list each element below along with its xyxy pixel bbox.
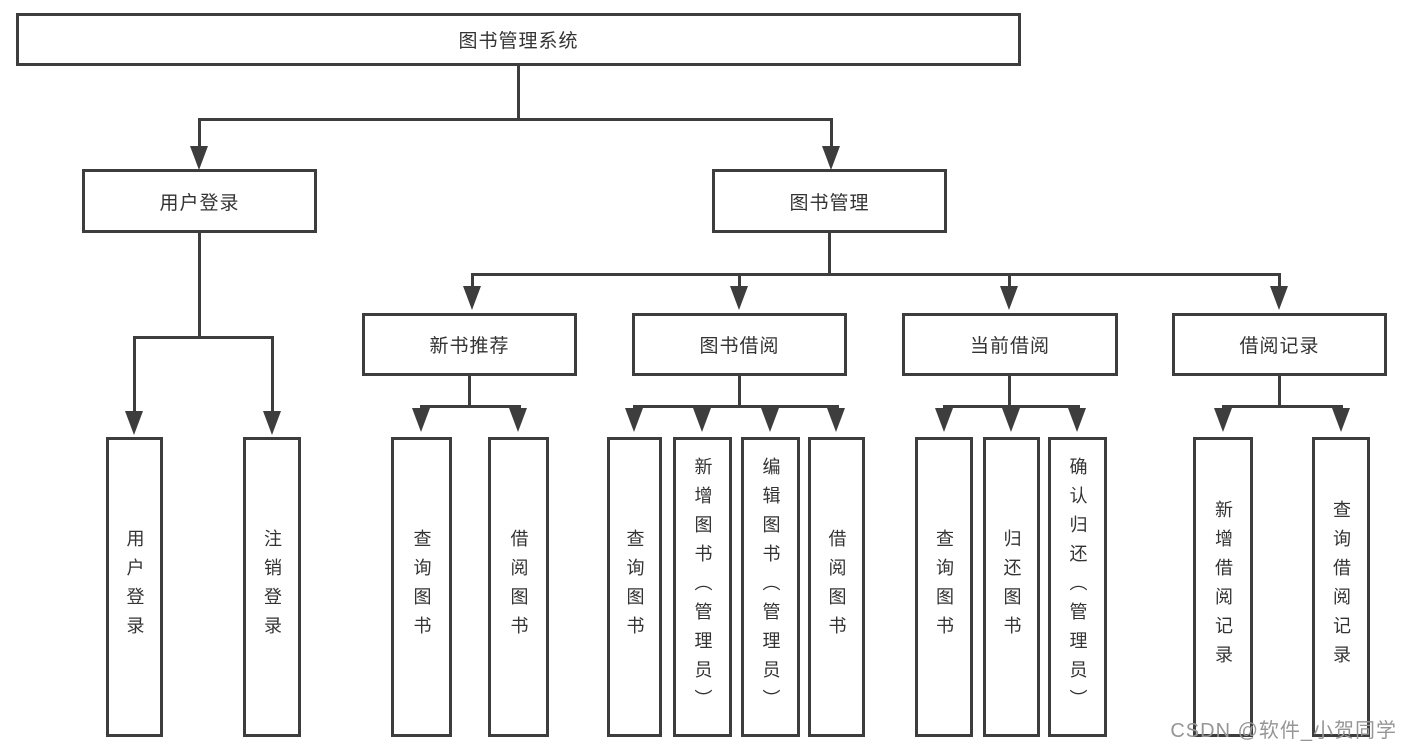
connector-line — [517, 66, 520, 118]
connector-line — [633, 405, 839, 408]
connector-line — [198, 118, 833, 121]
arrow-down-icon — [822, 146, 840, 170]
leaf-add-borrow-record: 新增借阅记录 — [1193, 437, 1253, 737]
leaf-label: 借阅图书 — [508, 529, 529, 645]
leaf-confirm-return-admin: 确认归还（管理员） — [1048, 437, 1107, 737]
connector-line — [471, 273, 474, 287]
leaf-label: 查询图书 — [934, 529, 954, 645]
connector-line — [828, 233, 831, 275]
node-current-borrow: 当前借阅 — [902, 313, 1118, 376]
connector-line — [738, 273, 741, 287]
node-new-book-recommend: 新书推荐 — [362, 313, 577, 376]
node-label: 图书管理 — [789, 192, 870, 214]
node-root-label: 图书管理系统 — [458, 31, 579, 52]
arrow-down-icon — [730, 286, 748, 310]
arrow-down-icon — [190, 146, 208, 170]
arrow-down-icon — [412, 408, 430, 432]
node-label: 图书借阅 — [699, 336, 780, 357]
connector-line — [1278, 273, 1281, 287]
node-book-borrow: 图书借阅 — [632, 313, 847, 376]
arrow-down-icon — [625, 408, 643, 432]
leaf-user-login: 用户登录 — [106, 437, 163, 737]
connector-line — [471, 273, 1281, 276]
leaf-return-book: 归还图书 — [983, 437, 1040, 737]
leaf-query-book: 查询图书 — [607, 437, 662, 737]
node-book-management-branch: 图书管理 — [712, 169, 947, 233]
arrow-down-icon — [1002, 408, 1020, 432]
arrow-down-icon — [463, 286, 481, 310]
connector-line — [738, 376, 741, 407]
connector-line — [133, 336, 274, 339]
leaf-label: 编辑图书（管理员） — [760, 456, 781, 718]
arrow-down-icon — [1332, 408, 1350, 432]
arrow-down-icon — [693, 408, 711, 432]
arrow-down-icon — [1270, 286, 1288, 310]
node-root: 图书管理系统 — [16, 13, 1021, 66]
leaf-label: 新增图书（管理员） — [692, 456, 713, 718]
arrow-down-icon — [509, 408, 527, 432]
connector-line — [830, 118, 833, 148]
connector-line — [420, 405, 521, 408]
leaf-label: 用户登录 — [124, 529, 145, 645]
leaf-query-book: 查询图书 — [915, 437, 973, 737]
connector-line — [1008, 376, 1011, 407]
leaf-query-borrow-record: 查询借阅记录 — [1312, 437, 1370, 737]
leaf-logout: 注销登录 — [243, 437, 301, 737]
arrow-down-icon — [761, 408, 779, 432]
leaf-label: 新增借阅记录 — [1213, 500, 1233, 674]
leaf-label: 查询借阅记录 — [1331, 500, 1351, 674]
arrow-down-icon — [125, 411, 143, 435]
arrow-down-icon — [935, 408, 953, 432]
node-label: 借阅记录 — [1239, 336, 1320, 357]
arrow-down-icon — [1000, 286, 1018, 310]
leaf-label: 查询图书 — [411, 529, 432, 645]
node-label: 用户登录 — [159, 192, 240, 214]
node-label: 当前借阅 — [969, 336, 1050, 357]
leaf-label: 查询图书 — [624, 529, 645, 645]
connector-line — [271, 336, 274, 412]
connector-line — [198, 233, 201, 339]
connector-line — [468, 376, 471, 407]
leaf-borrow-book: 借阅图书 — [488, 437, 549, 737]
leaf-label: 注销登录 — [262, 529, 282, 645]
connector-line — [198, 118, 201, 148]
connector-line — [1008, 273, 1011, 287]
arrow-down-icon — [1068, 408, 1086, 432]
leaf-label: 借阅图书 — [826, 529, 847, 645]
leaf-label: 确认归还（管理员） — [1067, 456, 1088, 718]
connector-line — [943, 405, 1080, 408]
leaf-query-book: 查询图书 — [391, 437, 452, 737]
leaf-label: 归还图书 — [1001, 529, 1022, 645]
connector-line — [1222, 405, 1343, 408]
leaf-borrow-book: 借阅图书 — [808, 437, 865, 737]
arrow-down-icon — [263, 411, 281, 435]
node-label: 新书推荐 — [429, 336, 510, 357]
node-user-login-branch: 用户登录 — [82, 169, 317, 233]
csdn-watermark: CSDN @软件_小贺同学 — [1170, 720, 1397, 742]
node-borrow-record: 借阅记录 — [1172, 313, 1387, 376]
leaf-add-book-admin: 新增图书（管理员） — [673, 437, 732, 737]
connector-line — [133, 336, 136, 412]
arrow-down-icon — [1214, 408, 1232, 432]
leaf-edit-book-admin: 编辑图书（管理员） — [741, 437, 800, 737]
arrow-down-icon — [827, 408, 845, 432]
connector-line — [1278, 376, 1281, 407]
